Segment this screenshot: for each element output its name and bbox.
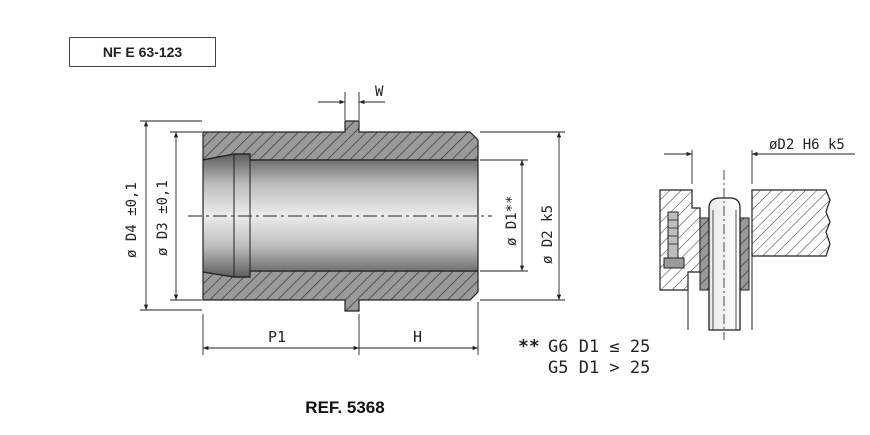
tolerance-line-1: G6 D1 ≤ 25: [548, 337, 650, 357]
assembly-bushing-left: [699, 217, 710, 291]
standard-label: NF E 63-123: [69, 37, 216, 67]
assembly-detail: øD2 H6 k5: [659, 137, 855, 340]
housing-right: [751, 189, 831, 257]
dim-p1-label: P1: [268, 328, 286, 346]
tolerance-note: ** G6 D1 ≤ 25 G5 D1 > 25: [518, 336, 650, 378]
dim-d3-label: ø D3 ±0,1: [155, 180, 171, 256]
housing-left: [659, 189, 701, 291]
dim-d1-label: ø D1**: [504, 195, 520, 246]
assembly-bushing-right: [739, 217, 750, 291]
dim-h-label: H: [413, 328, 422, 346]
tolerance-marker: **: [518, 336, 540, 357]
dim-d4-label: ø D4 ±0,1: [124, 182, 140, 258]
tolerance-line-2: G5 D1 > 25: [548, 358, 650, 378]
bushing-bore: [202, 153, 479, 278]
bushing-section: [188, 120, 492, 312]
dimension-lines: [140, 92, 565, 355]
dimension-labels: W ø D4 ±0,1 ø D3 ±0,1 ø D1** ø D2 k5 P1 …: [124, 84, 556, 346]
guide-rod: [708, 197, 741, 331]
dim-w-label: W: [375, 84, 384, 100]
fit-label: øD2 H6 k5: [769, 137, 845, 153]
dim-d2-label: ø D2 k5: [540, 205, 556, 264]
reference-label: REF. 5368: [305, 398, 385, 417]
